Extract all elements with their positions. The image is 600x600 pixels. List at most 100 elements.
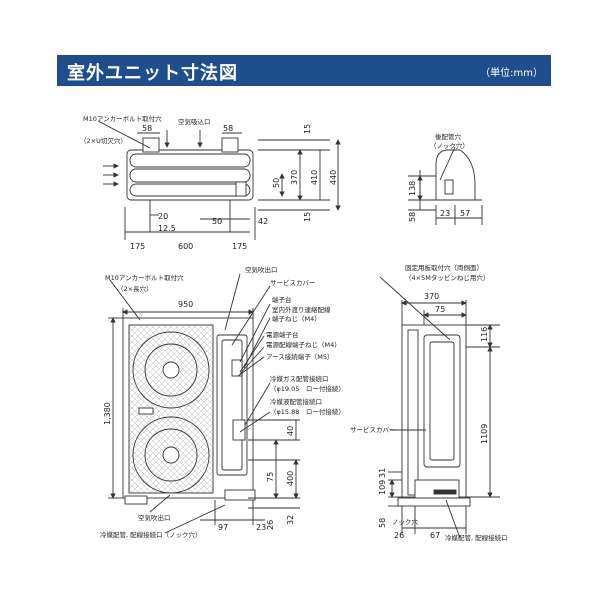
fv-power-terminal: 電源端子台 bbox=[266, 330, 299, 339]
front-view-labels: M10アンカーボルト取付穴 （2×長穴） 空気吹出口 サービスカバー 端子台 室… bbox=[100, 265, 345, 539]
tv-d410: 410 bbox=[310, 170, 319, 185]
front-view-body bbox=[122, 317, 254, 499]
fan-bottom-guard bbox=[132, 416, 210, 494]
rv-pipe-port: 冷媒配管, 配線接続口 bbox=[445, 533, 508, 542]
fan-top-hub bbox=[162, 361, 180, 379]
tv-d20: 20 bbox=[158, 212, 168, 221]
front-foot-left bbox=[124, 495, 148, 505]
tv-d50-b: 50 bbox=[212, 217, 222, 226]
pipe-connectors bbox=[232, 419, 246, 441]
st-d57: 57 bbox=[460, 209, 470, 218]
right-view-foot bbox=[397, 497, 471, 507]
tv-d175-left: 175 bbox=[130, 242, 145, 251]
fv-pipe-knock: 冷媒配管, 配線接続口（ノック穴） bbox=[100, 530, 202, 539]
front-view-badge bbox=[138, 407, 154, 415]
fan-bottom-hub bbox=[162, 446, 180, 464]
rv-d75: 75 bbox=[435, 305, 445, 314]
st-d58: 58 bbox=[408, 212, 417, 222]
fv-d75: 75 bbox=[266, 472, 275, 482]
rv-knock: ノック穴 bbox=[392, 517, 418, 526]
page-title: 室外ユニット寸法図 bbox=[67, 63, 238, 84]
top-view-slot-3 bbox=[129, 183, 251, 197]
fv-ext-terminal-2: 端子ねじ（M4） bbox=[272, 314, 321, 323]
right-view bbox=[379, 276, 500, 539]
rv-d370: 370 bbox=[424, 292, 439, 301]
fv-d1380: 1,380 bbox=[103, 402, 112, 425]
right-view-grille-edge bbox=[407, 329, 419, 496]
tv-d58-left: 58 bbox=[142, 124, 152, 133]
rv-d109: 109 bbox=[378, 480, 387, 495]
tv-anchor-label: M10アンカーボルト取付穴 bbox=[83, 114, 162, 123]
tv-anchor-slot: （2×U切欠穴） bbox=[80, 136, 127, 145]
rv-service-cover: サービスカバー bbox=[350, 425, 396, 434]
fv-d950: 950 bbox=[178, 300, 193, 309]
tv-d600: 600 bbox=[178, 242, 193, 251]
top-view-left-foot bbox=[142, 137, 160, 153]
fv-d40: 40 bbox=[286, 426, 295, 436]
unit-label: （単位:mm） bbox=[480, 68, 543, 79]
st-pipe-label: 後配管穴 bbox=[435, 132, 462, 141]
top-view-slot-1 bbox=[129, 153, 251, 168]
top-view-body bbox=[126, 149, 254, 201]
fan-top-guard bbox=[132, 331, 210, 409]
side-top-pipe-hole bbox=[444, 179, 454, 195]
fv-liquid-pipe-size: （φ15.88 ロー付接続） bbox=[270, 407, 345, 416]
fv-liquid-pipe: 冷媒液配管接続口 bbox=[270, 397, 322, 406]
rv-d116: 116 bbox=[480, 327, 489, 342]
fv-gas-pipe: 冷媒ガス配管接続口 bbox=[270, 374, 329, 383]
fv-anchor-label: M10アンカーボルト取付穴 bbox=[105, 273, 184, 282]
rv-d1109: 1109 bbox=[480, 424, 489, 444]
tv-d175-right: 175 bbox=[232, 242, 247, 251]
top-view-labels: M10アンカーボルト取付穴 （2×U切欠穴） 空気吸込口 58 58 15 37… bbox=[80, 114, 338, 251]
top-view-slot-2 bbox=[129, 168, 251, 183]
rv-d67: 67 bbox=[430, 531, 440, 540]
fv-outlet-bottom: 空気吹出口 bbox=[138, 513, 171, 522]
st-d138: 138 bbox=[408, 181, 417, 196]
header-bar: 室外ユニット寸法図 （単位:mm） bbox=[57, 55, 551, 86]
rv-d31: 31 bbox=[378, 468, 387, 478]
st-d23: 23 bbox=[440, 209, 450, 218]
top-view-right-foot bbox=[221, 137, 239, 153]
tv-d15-bottom: 15 bbox=[303, 212, 312, 222]
top-view bbox=[97, 120, 341, 240]
tv-d58-right: 58 bbox=[223, 124, 233, 133]
st-pipe-knock: （ノック穴） bbox=[430, 141, 469, 150]
tv-d15-top: 15 bbox=[303, 124, 312, 134]
right-view-labels: 固定用板取付穴（両側面） （4×5Mタッピンねじ用穴） サービスカバー 370 … bbox=[350, 263, 508, 542]
fv-ext-terminal-1: 室内外渡り連絡配線 bbox=[272, 305, 331, 314]
rv-bracket-screw: （4×5Mタッピンねじ用穴） bbox=[405, 273, 489, 282]
front-service-cover bbox=[216, 334, 248, 476]
rv-d26: 26 bbox=[394, 531, 404, 540]
fv-power-screw: 電源配線端子ねじ（M4） bbox=[266, 340, 341, 349]
tv-d370: 370 bbox=[290, 170, 299, 185]
fv-d400: 400 bbox=[286, 471, 295, 486]
fv-anchor-slot: （2×長穴） bbox=[117, 284, 153, 293]
tv-d50: 50 bbox=[272, 178, 281, 188]
top-view-pipe-block bbox=[235, 181, 247, 197]
fv-d32: 32 bbox=[286, 515, 295, 525]
side-top-labels: 後配管穴 （ノック穴） 138 58 23 57 bbox=[408, 132, 470, 222]
right-service-cover bbox=[423, 334, 461, 468]
front-foot-right bbox=[224, 489, 256, 501]
tv-intake-label: 空気吸込口 bbox=[178, 117, 211, 126]
fv-d26: 26 bbox=[266, 520, 275, 530]
fv-terminal-block: 端子台 bbox=[272, 295, 292, 304]
fv-outlet-top: 空気吹出口 bbox=[245, 265, 278, 274]
fv-d97: 97 bbox=[218, 523, 228, 532]
right-view-body bbox=[401, 324, 467, 498]
rv-bracket-label: 固定用板取付穴（両側面） bbox=[405, 263, 483, 272]
fv-service-cover: サービスカバー bbox=[270, 278, 316, 287]
tv-d440: 440 bbox=[329, 170, 338, 185]
right-view-base bbox=[414, 479, 460, 499]
fv-earth-terminal: アース接続端子（M5） bbox=[266, 352, 334, 361]
terminal-block bbox=[231, 359, 243, 377]
fv-gas-pipe-size: （φ19.05 ロー付接続） bbox=[270, 384, 345, 393]
front-view bbox=[108, 273, 300, 534]
fv-d23: 23 bbox=[256, 523, 266, 532]
tv-d42: 42 bbox=[258, 217, 268, 226]
side-top-view bbox=[408, 146, 483, 225]
tv-d12-5: 12.5 bbox=[158, 224, 176, 233]
rv-d58: 58 bbox=[378, 518, 387, 528]
side-top-body bbox=[435, 149, 476, 201]
